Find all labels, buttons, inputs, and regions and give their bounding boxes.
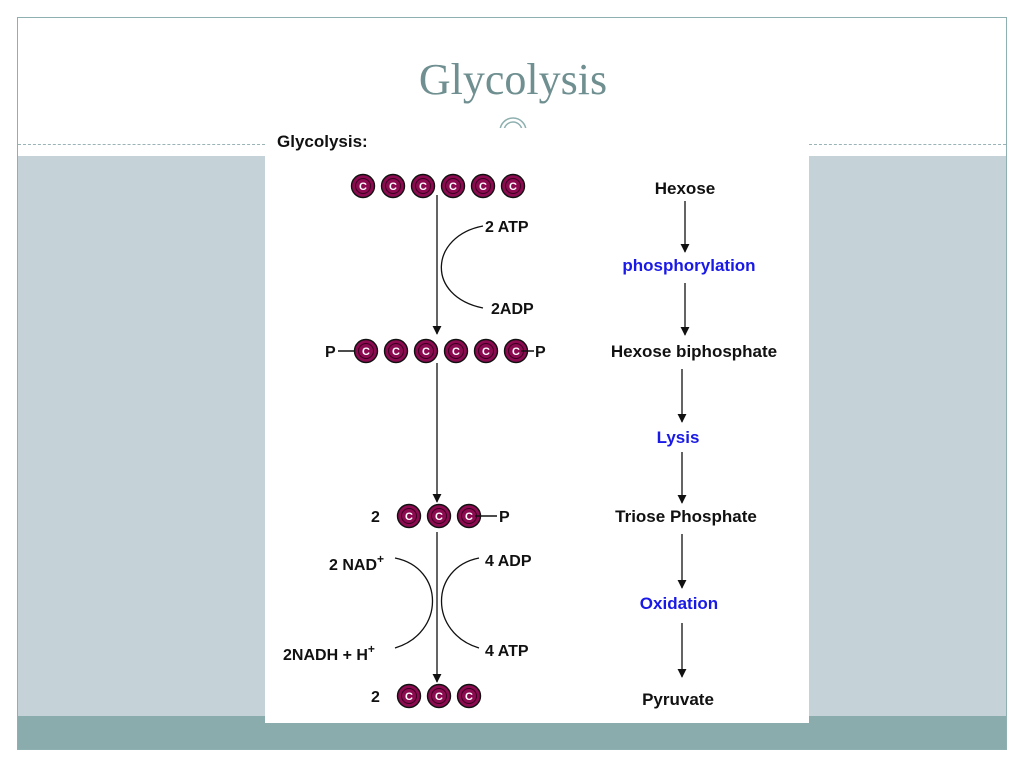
triose-multiplier: 2 [371, 509, 380, 526]
carbon-atom: C [443, 338, 469, 364]
adp-in-label: 4 ADP [485, 553, 532, 570]
atp-investment-curve [440, 225, 484, 309]
title-divider-left [18, 144, 265, 145]
atp-out-label: 4 ATP [485, 643, 529, 660]
carbon-atom: C [500, 173, 526, 199]
adp-out-label: 2ADP [491, 301, 534, 318]
nad-in-label: 2 NAD+ [329, 552, 384, 574]
nadh-out-label: 2NADH + H+ [283, 642, 375, 664]
carbon-symbol: C [509, 181, 517, 193]
carbon-atom: C [456, 683, 482, 709]
carbon-symbol: C [452, 346, 460, 358]
title-divider-right [809, 144, 1006, 145]
carbon-atom: C [470, 173, 496, 199]
carbon-atom: C [396, 503, 422, 529]
glycolysis-diagram: Glycolysis: C C C C C C P C C C C C C P 2 C C C P 2 … [277, 132, 777, 709]
diagram-heading: Glycolysis: [277, 132, 368, 151]
carbon-symbol: C [435, 511, 443, 523]
carbon-atom: C [426, 683, 452, 709]
carbon-atom: C [473, 338, 499, 364]
phosphate-label-triose: P [499, 509, 510, 526]
carbon-atom: C [353, 338, 379, 364]
carbon-symbol: C [482, 346, 490, 358]
carbon-atom: C [413, 338, 439, 364]
carbon-symbol: C [465, 511, 473, 523]
carbon-symbol: C [479, 181, 487, 193]
lysis-label: Lysis [657, 428, 700, 447]
carbon-atom: C [440, 173, 466, 199]
carbon-symbol: C [449, 181, 457, 193]
carbon-symbol: C [512, 346, 520, 358]
hexose-biphosphate-label: Hexose biphosphate [611, 342, 777, 361]
carbon-symbol: C [422, 346, 430, 358]
carbon-symbol: C [419, 181, 427, 193]
slide-title: Glycolysis [418, 55, 608, 104]
title-ornament-icon [499, 117, 527, 132]
carbon-atom: C [396, 683, 422, 709]
carbon-symbol: C [362, 346, 370, 358]
carbon-symbol: C [405, 691, 413, 703]
adp-phosphorylation-curve [441, 557, 480, 649]
atp-in-label: 2 ATP [485, 219, 529, 236]
carbon-symbol: C [392, 346, 400, 358]
nad-reduction-curve [394, 557, 433, 649]
phosphate-label-left: P [325, 344, 336, 361]
carbon-atom: C [410, 173, 436, 199]
carbon-atom: C [426, 503, 452, 529]
hexose-label: Hexose [655, 179, 715, 198]
phosphate-label-right: P [535, 344, 546, 361]
triose-phosphate-label: Triose Phosphate [615, 507, 757, 526]
pyruvate-label: Pyruvate [642, 690, 714, 709]
oxidation-label: Oxidation [640, 594, 718, 613]
glycolysis-diagram-panel: Glycolysis: C C C C C C P C C C C C C P 2 C C C P 2 … [265, 128, 809, 723]
carbon-atom: C [380, 173, 406, 199]
pyruvate-multiplier: 2 [371, 689, 380, 706]
carbon-symbol: C [435, 691, 443, 703]
phosphorylation-label: phosphorylation [622, 256, 755, 275]
carbon-symbol: C [389, 181, 397, 193]
carbon-symbol: C [465, 691, 473, 703]
carbon-atom: C [383, 338, 409, 364]
carbon-symbol: C [359, 181, 367, 193]
carbon-symbol: C [405, 511, 413, 523]
carbon-atom: C [350, 173, 376, 199]
